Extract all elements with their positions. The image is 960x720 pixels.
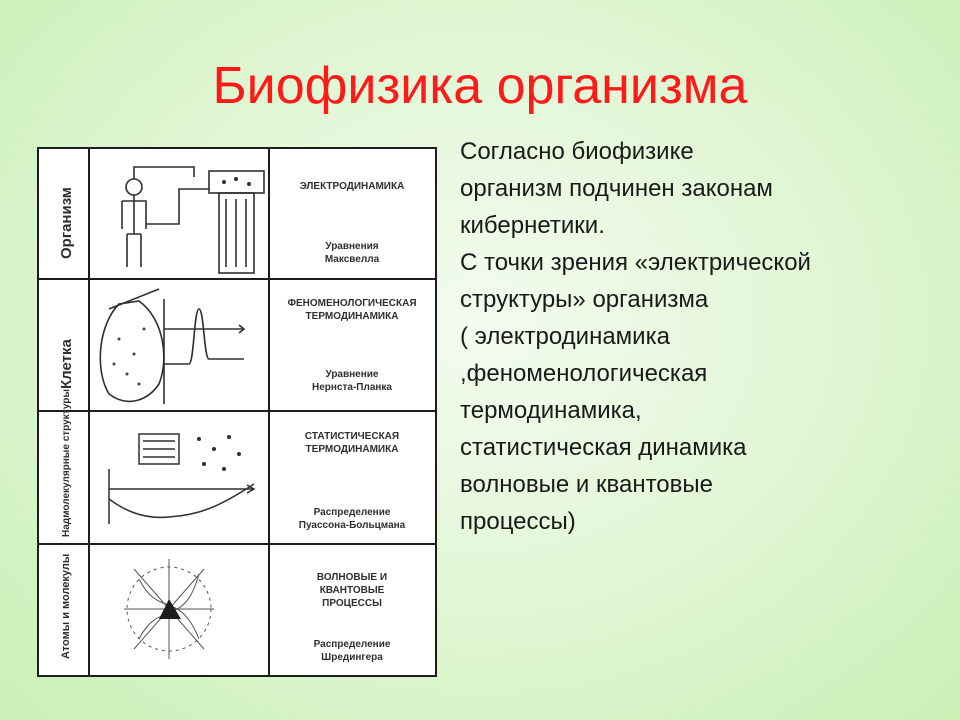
equation-label: Пуассона-Больцмана: [299, 520, 406, 531]
body-line: организм подчинен законам: [460, 175, 773, 202]
figure-svg: Организм Клетка Надмолекулярные структур…: [39, 149, 435, 675]
body-line: Согласно биофизике: [460, 138, 694, 165]
apparatus-dots: [222, 177, 251, 186]
theory-label: ТЕРМОДИНАМИКА: [306, 311, 399, 322]
row-label-cell: Клетка: [58, 339, 75, 389]
theory-label: ТЕРМОДИНАМИКА: [306, 444, 399, 455]
body-line: термодинамика,: [460, 397, 642, 424]
theory-label: ФЕНОМЕНОЛОГИЧЕСКАЯ: [287, 298, 416, 309]
body-text: Согласно биофизике организм подчинен зак…: [460, 133, 940, 540]
theory-label: КВАНТОВЫЕ: [320, 585, 385, 596]
body-line: ( электродинамика: [460, 323, 670, 350]
body-line: С точки зрения «электрической: [460, 249, 811, 276]
body-line: структуры» организма: [460, 286, 709, 313]
theory-label: ЭЛЕКТРОДИНАМИКА: [300, 181, 405, 192]
row-label-supramolecular: Надмолекулярные структуры: [61, 389, 72, 537]
cell-speckles: [112, 327, 146, 386]
equation-label: Шредингера: [321, 652, 383, 663]
equation-label: Уравнения: [325, 241, 378, 252]
body-line: кибернетики.: [460, 212, 605, 239]
body-line: волновые и квантовые: [460, 471, 713, 498]
equation-label: Распределение: [314, 507, 391, 518]
molecular-distribution-drawing: [108, 433, 256, 524]
row-label-organism: Организм: [58, 187, 75, 259]
molecule-dots: [197, 435, 241, 471]
human-circuit-drawing: [121, 166, 265, 274]
equation-label: Нернста-Планка: [312, 382, 392, 393]
theory-label: ПРОЦЕССЫ: [322, 598, 382, 609]
equation-label: Максвелла: [325, 254, 380, 265]
row-label-atoms: Атомы и молекулы: [60, 554, 72, 659]
figure-grid: [39, 149, 435, 675]
theory-label: СТАТИСТИЧЕСКАЯ: [305, 431, 399, 442]
theory-label: ВОЛНОВЫЕ И: [317, 572, 387, 583]
body-line: процессы): [460, 508, 576, 535]
slide-title: Биофизика организма: [212, 57, 748, 115]
scanned-figure: Организм Клетка Надмолекулярные структур…: [37, 147, 437, 677]
body-line: ,феноменологическая: [460, 360, 708, 387]
equation-label: Распределение: [314, 639, 391, 650]
equation-label: Уравнение: [325, 369, 378, 380]
cell-potential-drawing: [99, 288, 246, 404]
body-line: статистическая динамика: [460, 434, 747, 461]
nucleus-mark: [159, 599, 181, 619]
